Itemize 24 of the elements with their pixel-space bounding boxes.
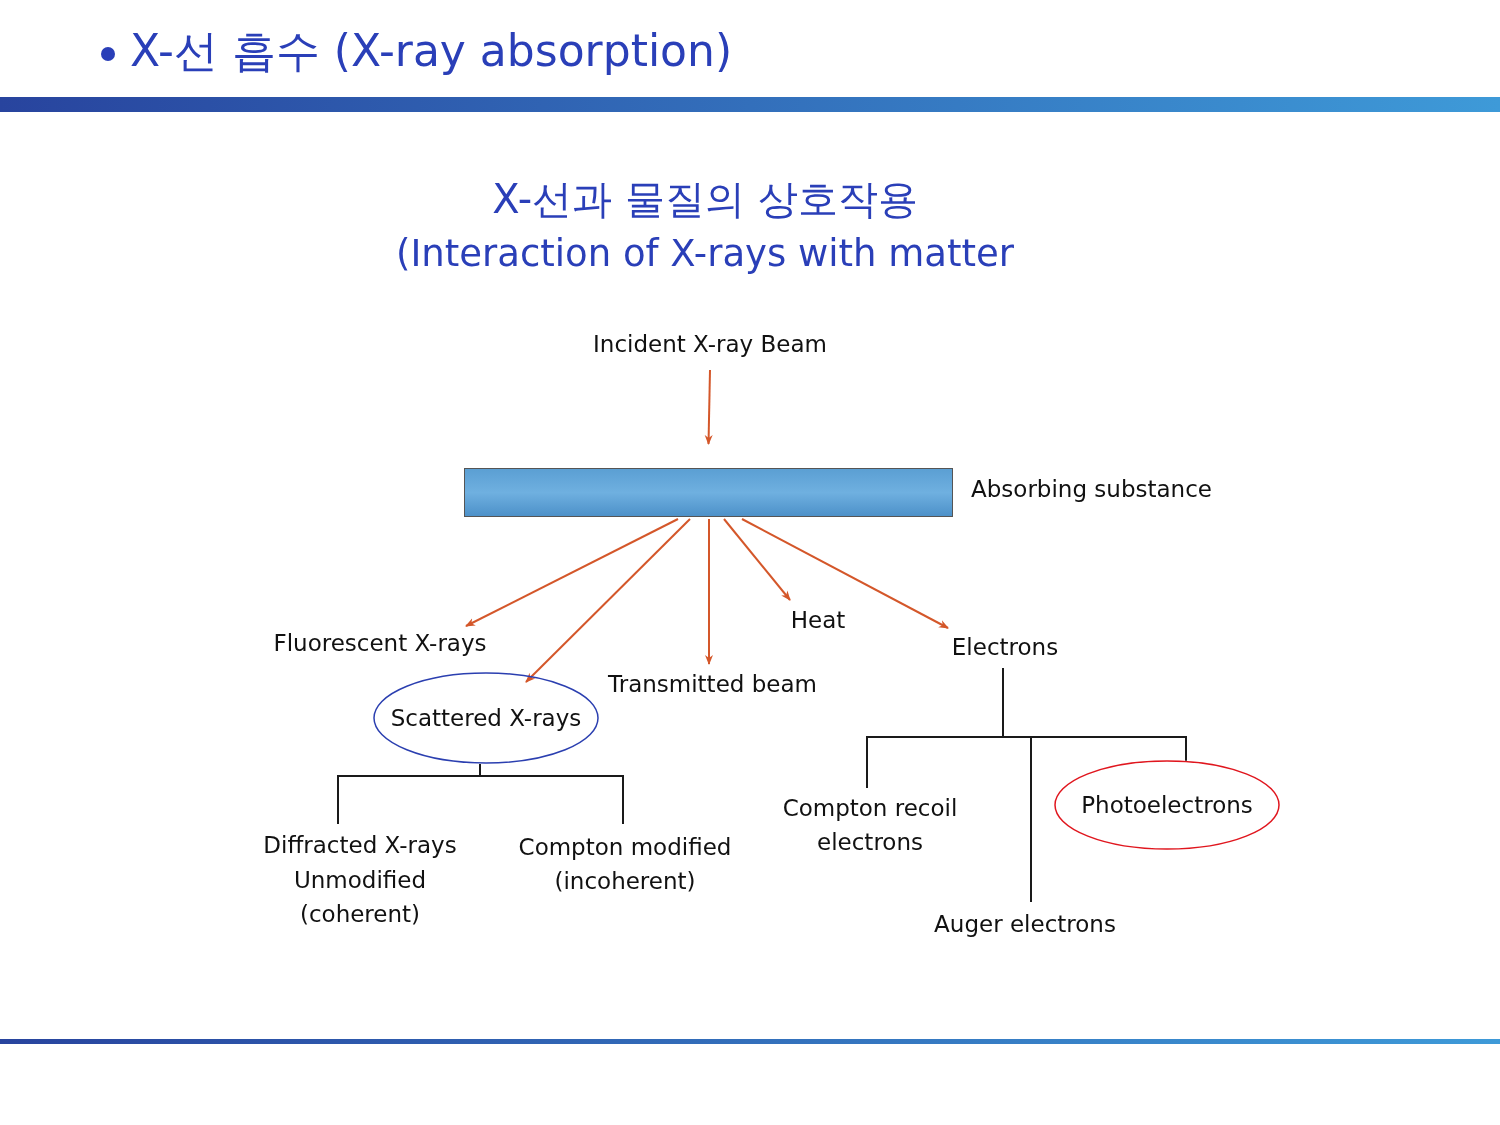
- subtitle-text: (Interaction of X-rays with matter: [396, 232, 1014, 275]
- node-label: Incident X-ray Beam: [593, 329, 827, 359]
- node-label: Compton recoil electrons: [781, 793, 959, 857]
- arrow: [723, 518, 791, 601]
- arrow: [705, 518, 713, 665]
- connector-line: [479, 762, 624, 825]
- slide-title: X-선 흡수 (X-ray absorption): [100, 22, 733, 81]
- node-label: Scattered X-rays: [390, 703, 582, 733]
- node-label: Auger electrons: [934, 909, 1116, 939]
- node-label: Compton modified (incoherent): [517, 832, 733, 896]
- node-label: Heat: [790, 605, 846, 635]
- node-label: Fluorescent X-rays: [273, 628, 487, 658]
- arrow: [704, 369, 713, 445]
- arrow: [525, 518, 691, 683]
- connector-line: [1002, 667, 1032, 903]
- absorber-bar: [464, 468, 953, 517]
- node-label: Diffracted X-rays Unmodified (coherent): [262, 831, 458, 930]
- node-label: Transmitted beam: [608, 669, 817, 699]
- subtitle-text: X-선과 물질의 상호작용: [492, 176, 918, 222]
- node-label: Photoelectrons: [1081, 790, 1253, 820]
- node-label: Electrons: [951, 632, 1059, 662]
- beside-label: Absorbing substance: [971, 476, 1212, 502]
- arrow: [465, 518, 679, 627]
- arrow: [741, 518, 949, 629]
